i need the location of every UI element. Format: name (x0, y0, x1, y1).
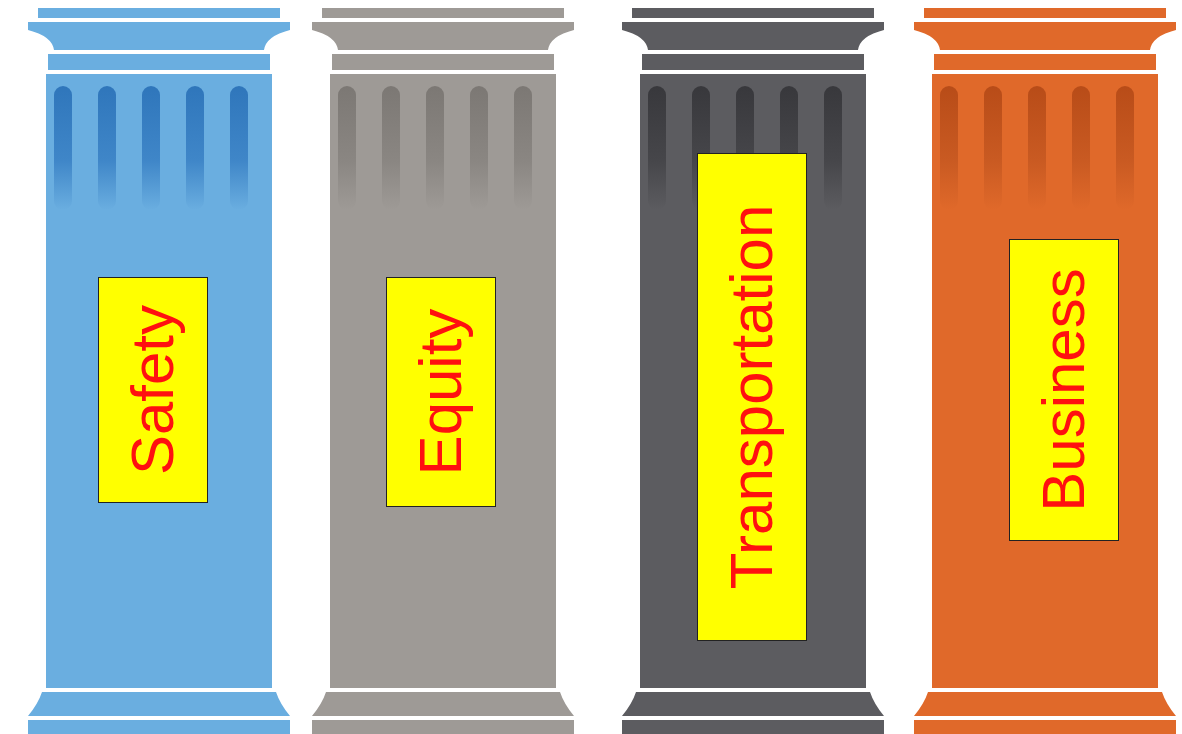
pillar-label: Equity (386, 277, 496, 507)
pillar-label: Business (1009, 239, 1119, 541)
orange-pillar (914, 8, 1176, 734)
blue-pillar (28, 8, 290, 734)
pillar-label-text: Safety (117, 305, 189, 475)
pillar-label: Safety (98, 277, 208, 503)
dark-pillar (622, 8, 884, 734)
grey-pillar (312, 8, 574, 734)
pillar-label-text: Equity (405, 309, 477, 476)
pillar-label-text: Business (1028, 268, 1100, 511)
pillar-label-text: Transportation (716, 205, 788, 590)
pillar-label: Transportation (697, 153, 807, 641)
